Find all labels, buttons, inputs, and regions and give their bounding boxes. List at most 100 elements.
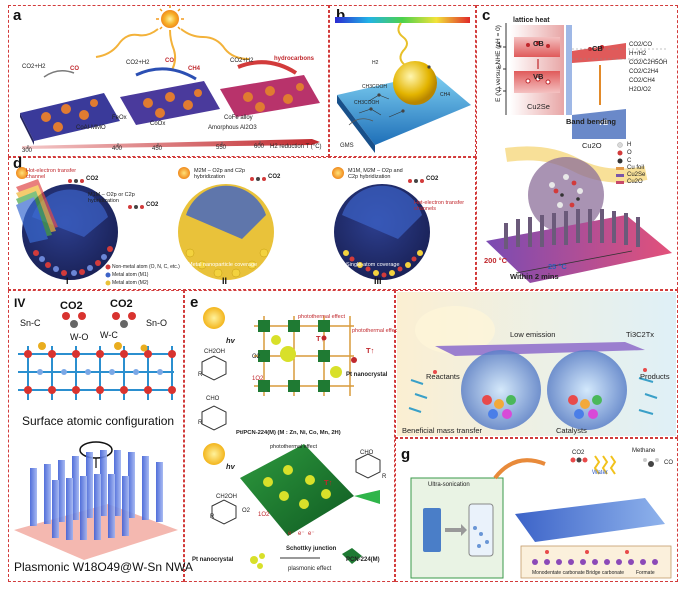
catalyst-amorphous-al2o3: Amorphous Al2O3	[208, 125, 257, 131]
iv-bond-sn-o: Sn-O	[146, 318, 168, 328]
panel-d-illustration	[16, 167, 430, 286]
e-r-label-1: R	[198, 372, 203, 378]
e-electron-2: e⁻	[298, 531, 305, 537]
c-tick-0: 0	[498, 65, 502, 71]
e-hv-bottom: hv	[226, 462, 235, 471]
panel-f-illustration	[397, 292, 676, 436]
legend-cu-foil: Cu foil	[627, 165, 645, 171]
e-pcn-224m-label: PCN-224(M)	[346, 557, 380, 563]
g-monodentate-carbonate: Monodentate carbonate	[532, 570, 585, 576]
band-cb-cu2o: CB	[592, 44, 603, 53]
panel-iv-frame	[8, 290, 184, 582]
e-mol-ch2oh-bottom: CH2OH	[216, 494, 238, 500]
iv-bottom-caption: Plasmonic W18O49@W-Sn NWA	[14, 560, 193, 574]
c-tick-1: 1	[498, 87, 502, 93]
panel-a-illustration	[20, 5, 320, 149]
panel-c-band-diagram	[486, 23, 672, 283]
e-r-label-2: R	[198, 420, 203, 426]
species-h2: H2	[372, 60, 379, 66]
e-r-label-4: R	[382, 474, 387, 480]
d-shell-single-atom: Single-atom coverage	[346, 262, 400, 268]
e-effect-right: photothermal effect	[352, 328, 399, 334]
d-legend-nonmetal: Non-metal atom (O, N, C, etc.)	[112, 264, 180, 270]
e-hv-top: hv	[226, 336, 235, 345]
axis-tick-400: 400	[112, 146, 123, 152]
d-co2-4: CO2	[426, 176, 439, 182]
d-note-m1m2-hybrid: M1M, M2M – O2p and C2p hybridization	[348, 168, 403, 180]
d-note-hot-electron: Hot-electron transfer channel	[26, 168, 77, 180]
e-schottky-junction: Schottky junction	[286, 546, 337, 552]
catalyst-coox: CoOx	[150, 121, 166, 127]
catalyst-cofe-alloy: CoFe alloy	[224, 115, 253, 121]
panel-b-illustration	[335, 17, 471, 153]
panel-d-frame	[8, 157, 476, 290]
f-products: Products	[640, 372, 670, 381]
band-vb-cu2se: VB	[533, 72, 544, 81]
material-cu2se: Cu2Se	[527, 102, 550, 111]
redox-co2-ch4: CO2/CH4	[629, 78, 656, 84]
panel-a-frame	[8, 5, 329, 157]
panel-a-label: a	[13, 7, 22, 24]
panel-e-illustration	[201, 307, 381, 569]
g-methane: Methane	[632, 448, 656, 454]
sun-icon	[156, 5, 184, 30]
g-co: CO	[664, 460, 673, 466]
d-co2-1: CO2	[86, 176, 99, 182]
product-ch4: CH4	[188, 66, 201, 72]
redox-co2-co: CO2/CO	[629, 42, 653, 48]
e-electron-1: e⁻	[288, 531, 295, 537]
iv-bond-sn-c: Sn-C	[20, 318, 41, 328]
e-temp-2: T↑	[366, 346, 375, 355]
f-reactants: Reactants	[426, 372, 460, 381]
e-pt-pcn-caption: Pt/PCN-224(M) (M : Zn, Ni, Co, Mn, 2H)	[236, 430, 341, 436]
c-tick-neg1: -1	[496, 43, 502, 49]
d-note-hot-electron-channels: Hot-electron transfer channels	[414, 200, 465, 212]
redox-co2-c2h5oh: CO2/C2H5OH	[629, 60, 668, 66]
axis-tick-600: 600	[254, 144, 265, 150]
lattice-heat-label: lattice heat	[513, 17, 550, 24]
legend-cu2se: Cu2Se	[627, 172, 646, 178]
legend-c: C	[627, 158, 632, 164]
panel-g-frame	[395, 438, 678, 582]
species-ch3cooh-1: CH3COOH	[362, 84, 388, 90]
e-pt-nanocrystal-top: Pt nanocrystal	[346, 372, 388, 378]
d-note-m2-hybrid: M2M – O2p and C2p hybridization	[194, 168, 246, 180]
f-beneficial-mass-transfer: Beneficial mass transfer	[402, 426, 483, 435]
f-low-emission: Low emission	[510, 330, 556, 339]
catalyst-feox: FeOx	[112, 115, 127, 121]
axis-title-h2-reduction: H2 reduction T (°C)	[270, 144, 322, 150]
panel-iv-numeral: IV	[14, 296, 26, 310]
g-water: Water	[592, 470, 608, 476]
product-co-2: CO	[165, 58, 174, 64]
gas-label-2: CO2+H2	[126, 60, 150, 66]
gms-label: GMS	[340, 143, 354, 149]
e-mol-cho-top: CHO	[206, 396, 220, 402]
d-co2-3: CO2	[268, 174, 281, 180]
iv-bond-w-c: W-C	[100, 330, 118, 340]
panel-iv-illustration	[14, 312, 178, 560]
panel-b-frame	[329, 5, 476, 157]
time-within-2-mins: Within 2 mins	[510, 272, 559, 281]
e-species-o2-top: O2	[252, 354, 261, 360]
d-numeral-i: I	[66, 276, 69, 286]
e-pt-nanocrystal-bottom: Pt nanocrystal	[192, 557, 234, 563]
f-ti3c2tx: Ti3C2Tx	[626, 330, 655, 339]
e-effect-bottom: photothermal effect	[270, 444, 317, 450]
d-legend-m1: Metal atom (M1)	[112, 272, 149, 278]
e-species-1o2-top: 1O2	[252, 376, 264, 382]
e-temp-3: T↑	[324, 478, 333, 487]
panel-e-frame	[184, 290, 395, 582]
redox-h2o-o2: H2O/O2	[629, 87, 652, 93]
panel-f-frame	[395, 290, 678, 438]
e-electron-3: e⁻	[308, 531, 315, 537]
axis-tick-550: 550	[216, 145, 227, 151]
d-co2-2: CO2	[146, 202, 159, 208]
e-mol-cho-bottom: CHO	[360, 450, 374, 456]
panel-g-label: g	[401, 446, 411, 463]
iv-surface-caption: Surface atomic configuration	[22, 414, 175, 428]
temp-200c: 200 °C	[484, 256, 508, 265]
iv-bond-w-o: W-O	[70, 332, 89, 342]
e-r-label-3: R	[210, 514, 215, 520]
g-ultra-sonication: Ultra-sonication	[428, 482, 470, 488]
visible-nir-label: Visible-NIR	[398, 9, 423, 15]
